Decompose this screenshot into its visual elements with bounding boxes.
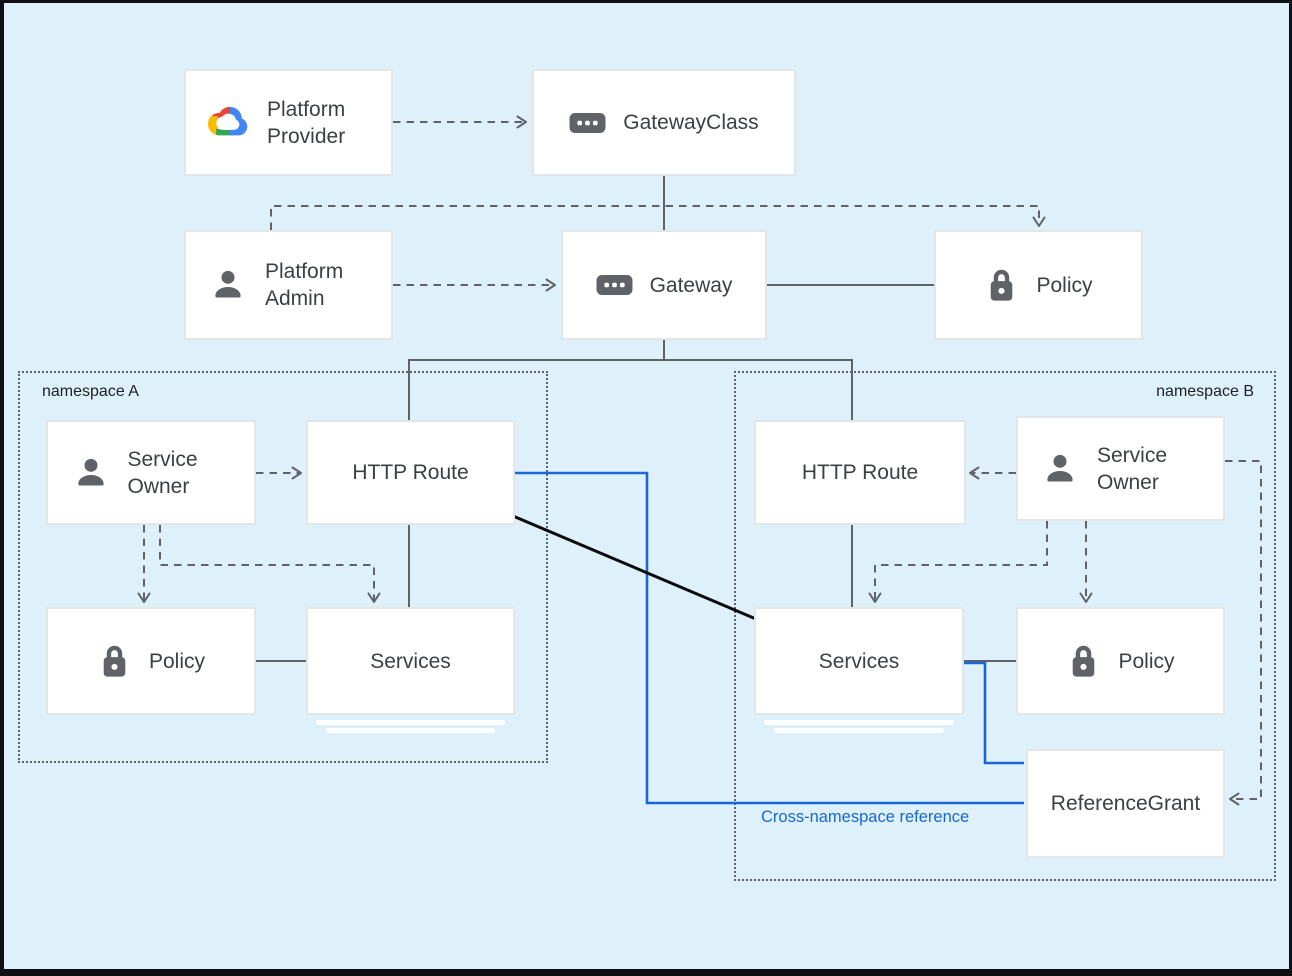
namespace-a-container: namespace A: [18, 371, 548, 763]
wire-ownerb-servicesb: [868, 521, 1048, 603]
node-services-a: Services: [306, 607, 515, 715]
services-b-stack-bar: [774, 728, 944, 733]
node-label: Policy: [1036, 273, 1093, 297]
connector-layer: [137, 115, 1262, 806]
lock-icon: [1066, 642, 1101, 681]
google-cloud-icon: [206, 104, 250, 141]
wire-routea-referencegrant: [515, 471, 1024, 805]
wire-gateway-routes-split: [408, 340, 853, 420]
node-label: Platform Admin: [265, 260, 344, 310]
node-label: Policy: [1118, 649, 1175, 673]
services-a-stack-bar: [316, 720, 505, 725]
wire-routea-servicesb: [512, 514, 757, 621]
namespace-a-label: namespace A: [42, 383, 139, 400]
wire-servicesb-referencegrant: [963, 661, 1024, 765]
node-label: Policy: [148, 649, 206, 673]
node-platform-admin: Platform Admin: [184, 230, 393, 340]
services-a-stack-bar: [326, 728, 495, 733]
node-reference-grant: ReferenceGrant: [1026, 749, 1225, 858]
cross-namespace-reference-label: Cross-namespace reference: [761, 808, 970, 826]
node-http-route-a: HTTP Route: [306, 420, 515, 525]
node-label: Service Owner: [1097, 443, 1168, 494]
node-label: GatewayClass: [623, 111, 759, 134]
namespace-b-label: namespace B: [1156, 383, 1254, 400]
node-label: Services: [818, 649, 900, 673]
wire-admin-policy: [270, 205, 1046, 230]
lock-icon: [984, 266, 1019, 305]
node-platform-provider: Platform Provider: [184, 69, 393, 176]
node-label: Services: [370, 649, 451, 673]
node-label: Platform Provider: [267, 97, 346, 148]
person-icon: [71, 453, 111, 493]
node-label: Gateway: [649, 273, 733, 297]
node-service-owner-a: Service Owner: [46, 420, 256, 525]
node-policy-b: Policy: [1016, 607, 1225, 715]
node-policy-cluster: Policy: [934, 230, 1143, 340]
person-icon: [208, 265, 248, 305]
wire-ownera-servicesa: [159, 525, 381, 603]
wire-ownerb-referencegrant: [1225, 460, 1262, 806]
namespace-b-container: namespace B: [734, 371, 1276, 881]
node-gateway-class: GatewayClass: [532, 69, 796, 176]
node-gateway: Gateway: [561, 230, 767, 340]
services-b-stack-bar: [764, 720, 954, 725]
node-policy-a: Policy: [46, 607, 256, 715]
node-service-owner-b: Service Owner: [1016, 416, 1225, 521]
resource-chip-icon: [596, 274, 633, 296]
person-icon: [1040, 449, 1080, 489]
node-label: HTTP Route: [352, 461, 469, 484]
node-http-route-b: HTTP Route: [754, 420, 966, 525]
node-label: ReferenceGrant: [1050, 792, 1201, 815]
node-services-b: Services: [754, 607, 964, 715]
lock-icon: [97, 642, 132, 681]
resource-chip-icon: [569, 112, 606, 134]
node-label: Service Owner: [127, 447, 198, 498]
node-label: HTTP Route: [801, 461, 919, 484]
